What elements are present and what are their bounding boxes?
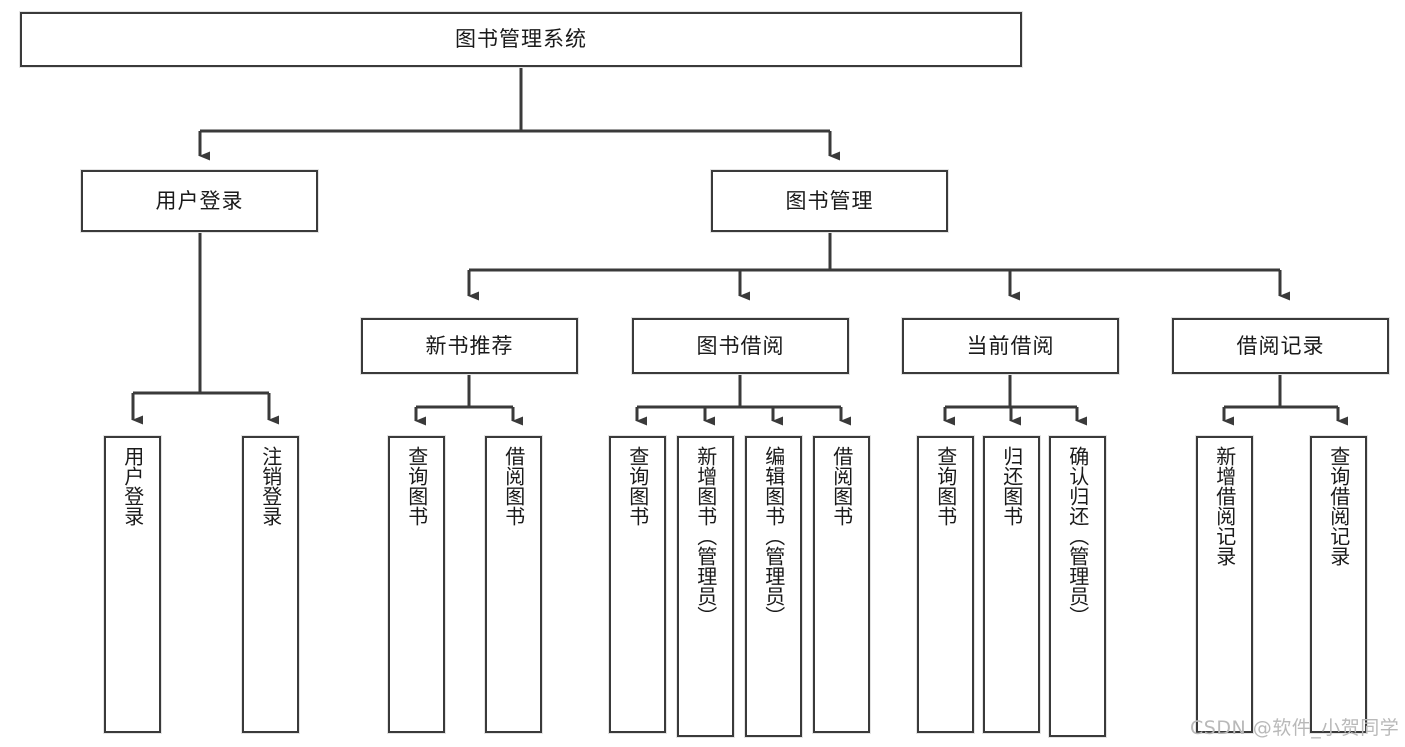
leaf-query-record[interactable]: 查询借阅记录 — [1309, 435, 1368, 734]
node-user-login[interactable]: 用户登录 — [80, 169, 319, 233]
node-new-book-recommend[interactable]: 新书推荐 — [360, 317, 579, 375]
leaf-add-record-label: 新增借阅记录 — [1212, 446, 1237, 566]
leaf-edit-book-label: 编辑图书（管理员） — [761, 446, 786, 626]
leaf-borrow-book-2-label: 借阅图书 — [829, 446, 854, 526]
leaf-query-book-3-label: 查询图书 — [933, 446, 958, 526]
leaf-query-book-3[interactable]: 查询图书 — [916, 435, 975, 734]
node-current-borrow-label: 当前借阅 — [966, 333, 1055, 358]
leaf-logout-label: 注销登录 — [258, 446, 283, 526]
leaf-add-record[interactable]: 新增借阅记录 — [1195, 435, 1254, 734]
node-new-book-recommend-label: 新书推荐 — [425, 333, 514, 358]
leaf-user-login-label: 用户登录 — [120, 446, 145, 526]
leaf-query-book-2-label: 查询图书 — [625, 446, 650, 526]
node-root[interactable]: 图书管理系统 — [19, 11, 1023, 68]
leaf-confirm-return-label: 确认归还（管理员） — [1065, 446, 1090, 626]
leaf-query-book-1-label: 查询图书 — [404, 446, 429, 526]
node-book-borrow[interactable]: 图书借阅 — [631, 317, 850, 375]
leaf-user-login[interactable]: 用户登录 — [103, 435, 162, 734]
leaf-borrow-book-1-label: 借阅图书 — [501, 446, 526, 526]
node-root-label: 图书管理系统 — [455, 27, 587, 52]
csdn-watermark: CSDN @软件_小贺同学 — [1190, 717, 1400, 739]
leaf-logout[interactable]: 注销登录 — [241, 435, 300, 734]
leaf-query-book-1[interactable]: 查询图书 — [387, 435, 446, 734]
leaf-add-book-label: 新增图书（管理员） — [693, 446, 718, 626]
leaf-query-book-2[interactable]: 查询图书 — [608, 435, 667, 734]
node-current-borrow[interactable]: 当前借阅 — [901, 317, 1120, 375]
leaf-query-record-label: 查询借阅记录 — [1326, 446, 1351, 566]
leaf-return-book-label: 归还图书 — [999, 446, 1024, 526]
leaf-borrow-book-2[interactable]: 借阅图书 — [812, 435, 871, 734]
node-borrow-record-label: 借阅记录 — [1236, 333, 1325, 358]
node-borrow-record[interactable]: 借阅记录 — [1171, 317, 1390, 375]
leaf-confirm-return[interactable]: 确认归还（管理员） — [1048, 435, 1107, 738]
leaf-return-book[interactable]: 归还图书 — [982, 435, 1041, 734]
leaf-add-book[interactable]: 新增图书（管理员） — [676, 435, 735, 738]
leaf-borrow-book-1[interactable]: 借阅图书 — [484, 435, 543, 734]
node-book-manage-label: 图书管理 — [785, 188, 874, 213]
leaf-edit-book[interactable]: 编辑图书（管理员） — [744, 435, 803, 738]
node-book-manage[interactable]: 图书管理 — [710, 169, 949, 233]
node-book-borrow-label: 图书借阅 — [696, 333, 785, 358]
node-user-login-label: 用户登录 — [155, 188, 244, 213]
